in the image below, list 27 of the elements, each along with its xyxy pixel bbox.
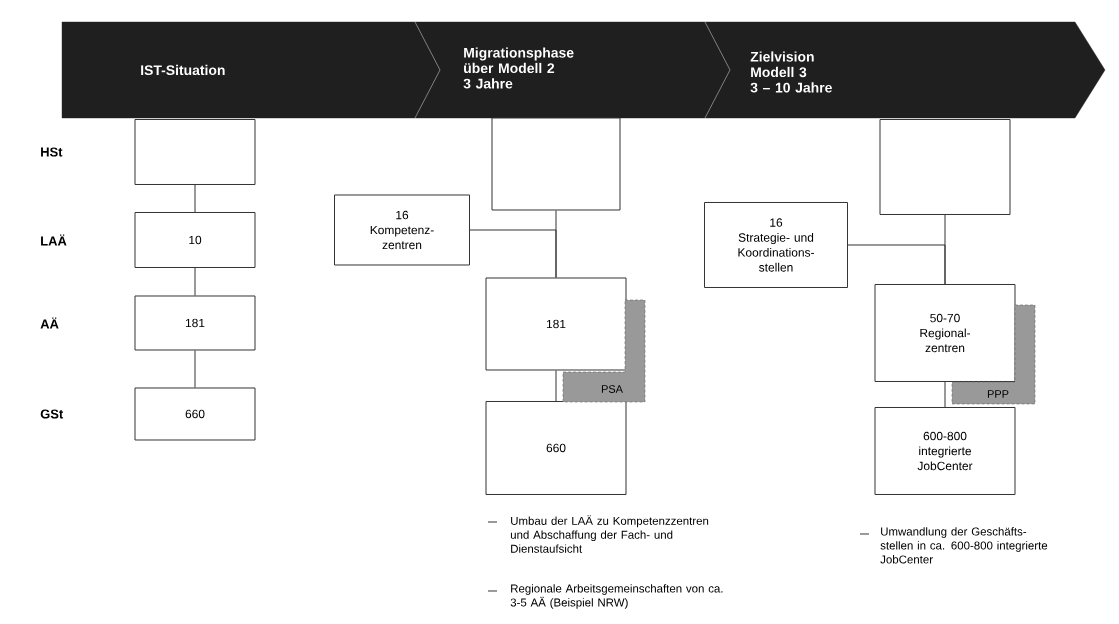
header-arrow-band: IST-Situation Migrationsphase über Modell 2 3 Jahre Zielvision Modell 3 3 – 10 Jahre (61, 21, 1106, 119)
empty-box (879, 119, 1011, 215)
empty-box (134, 119, 256, 185)
row-label: LAÄ (41, 234, 67, 246)
connector-line (194, 267, 196, 296)
row-label: GSt (40, 409, 64, 419)
org-box: 181 (485, 277, 627, 371)
connector-line (469, 229, 557, 278)
connector-line (555, 370, 557, 402)
bullet-text: Regionale Arbeitsgemeinschaften von ca. 3-5 AÄ (Beispiel NRW) (510, 584, 723, 609)
row-label: HSt (41, 147, 63, 157)
org-box: 10 (134, 212, 256, 268)
empty-box (491, 117, 621, 211)
connector-line (944, 381, 946, 408)
org-box: 50-70 Regional- zentren (874, 284, 1016, 382)
org-box: 600-800 integrierte JobCenter (874, 407, 1016, 495)
org-box: 660 (134, 387, 256, 441)
connector-line (194, 184, 196, 213)
row-label: AÄ (40, 317, 59, 329)
org-box: 660 (485, 401, 627, 495)
org-box: 181 (134, 295, 256, 351)
org-box: 16 Strategie- und Koordinations- stellen (704, 202, 848, 288)
connector-line (194, 350, 196, 388)
connector-line (847, 244, 946, 285)
bullet-text: Umbau der LAÄ zu Kompetenzzentren und Abschaffung der Fach- und Dienstaufsicht (510, 515, 709, 553)
org-box: 16 Kompetenz- zentren (334, 194, 470, 266)
bullet-text: Umwandlung der Geschäfts- stellen in ca. 600-800 integrierte JobCenter (880, 527, 1048, 564)
